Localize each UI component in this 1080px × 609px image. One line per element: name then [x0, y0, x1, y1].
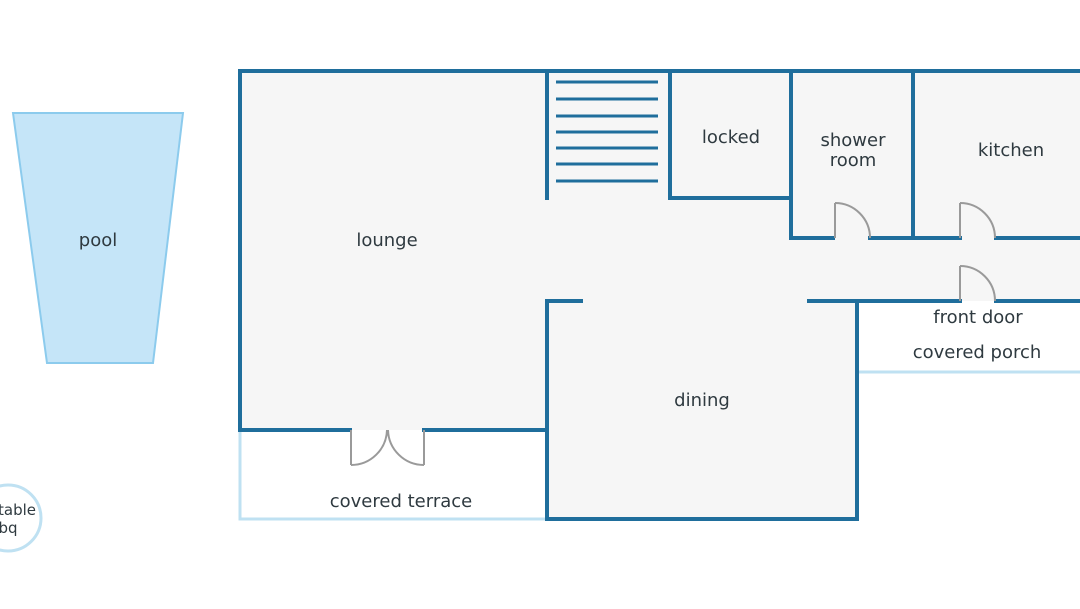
wall-top-and-left [238, 69, 1080, 432]
shower-room-walls [789, 69, 835, 240]
house-floor-lounge [240, 71, 547, 430]
front-door [959, 265, 996, 302]
covered-porch-label: covered porch [913, 342, 1042, 363]
staircase [556, 80, 658, 183]
bbq-circle [0, 483, 43, 553]
covered-terrace-outline [238, 430, 547, 521]
shower-room-label-line2: room [830, 150, 877, 171]
shower-room-door [834, 202, 871, 239]
front-door-label: front door [933, 307, 1023, 328]
wall-dining [545, 299, 859, 521]
dining-label: dining [674, 390, 730, 411]
terrace-double-door [350, 429, 425, 466]
locked-label: locked [702, 127, 760, 148]
lounge-label: lounge [356, 230, 417, 251]
locked-room-walls [668, 69, 793, 200]
bbq-label-line1: table [0, 501, 36, 519]
pool-label: pool [79, 230, 117, 251]
house-floor-dining [547, 290, 857, 520]
kitchen-door [959, 202, 996, 239]
shower-room-label-line1: shower [821, 130, 887, 151]
covered-terrace-label: covered terrace [330, 491, 472, 512]
pool-shape [11, 112, 185, 364]
bbq-label-line2: bq [0, 519, 18, 537]
kitchen-label: kitchen [978, 140, 1044, 161]
